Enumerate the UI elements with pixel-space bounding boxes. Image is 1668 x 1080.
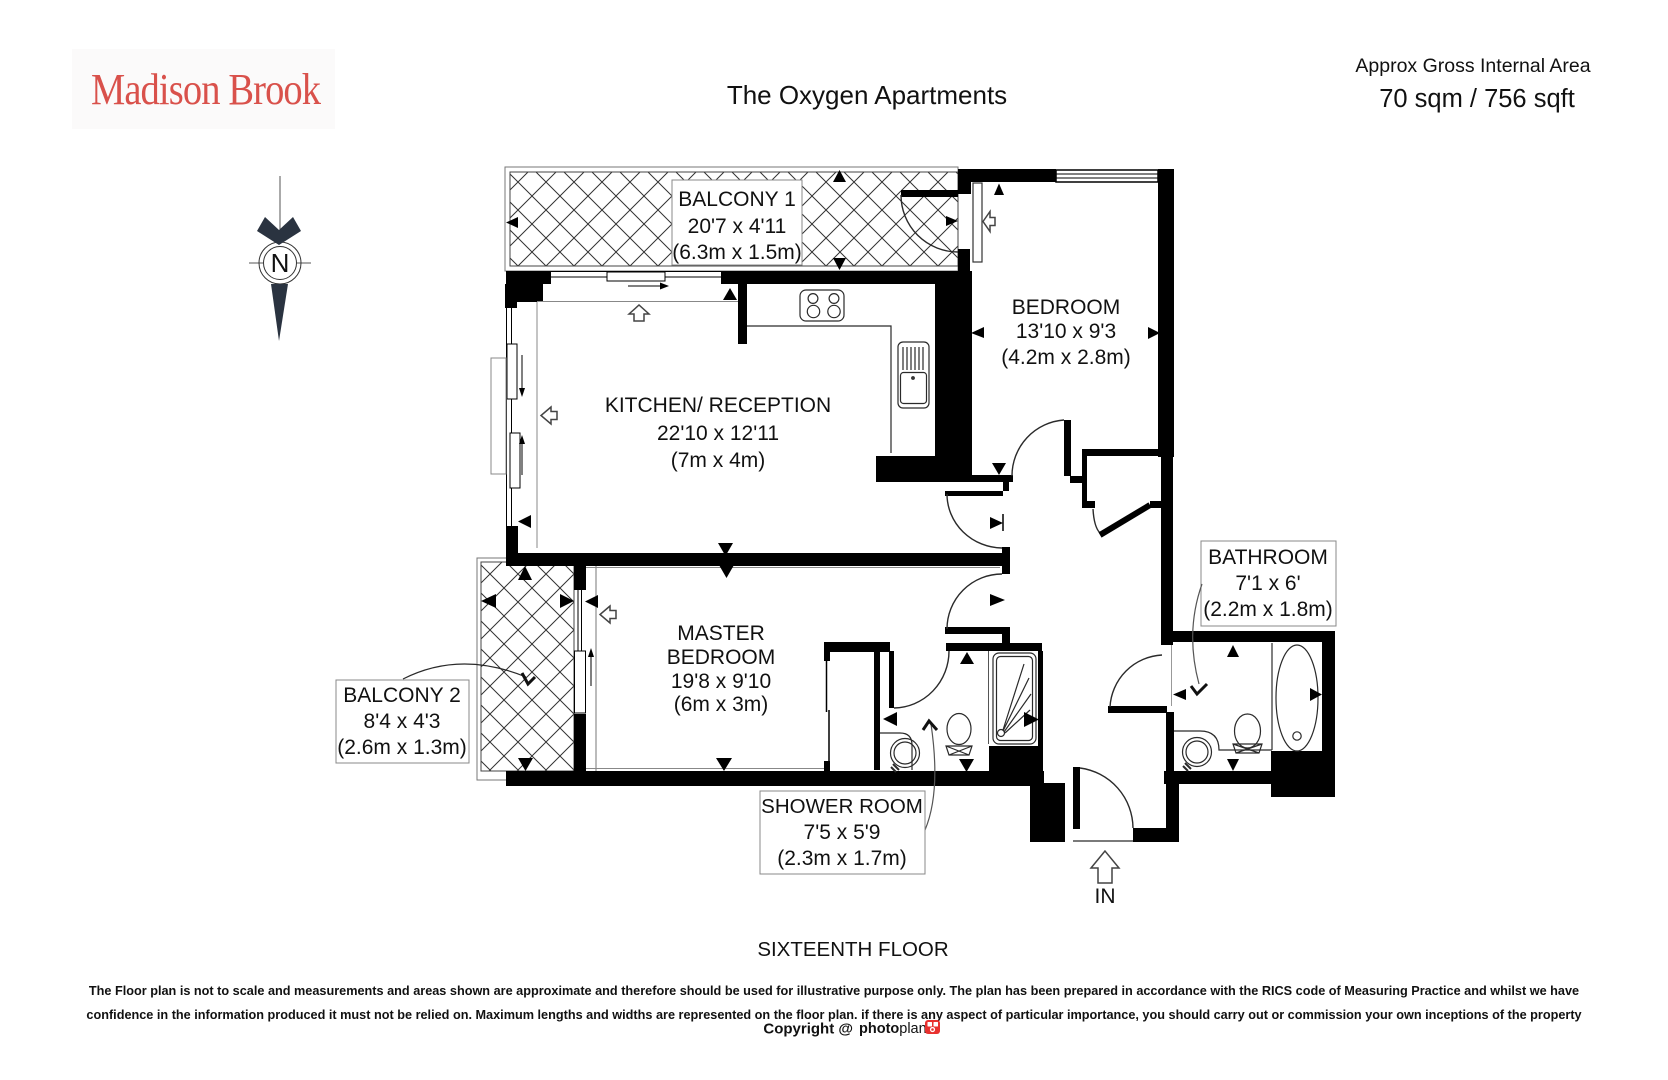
svg-text:BEDROOM: BEDROOM bbox=[667, 646, 776, 669]
svg-text:7'5 x 5'9: 7'5 x 5'9 bbox=[804, 821, 881, 844]
svg-text:19'8 x 9'10: 19'8 x 9'10 bbox=[671, 670, 771, 693]
svg-text:KITCHEN/ RECEPTION: KITCHEN/ RECEPTION bbox=[605, 394, 831, 417]
svg-text:Copyright @: Copyright @ bbox=[763, 1021, 853, 1038]
svg-text:BEDROOM: BEDROOM bbox=[1012, 296, 1121, 319]
svg-text:BALCONY 2: BALCONY 2 bbox=[343, 684, 461, 707]
svg-text:(6.3m x 1.5m): (6.3m x 1.5m) bbox=[672, 241, 802, 264]
svg-text:N: N bbox=[271, 248, 290, 278]
svg-text:8'4 x 4'3: 8'4 x 4'3 bbox=[364, 710, 441, 733]
svg-text:photoplan: photoplan bbox=[859, 1021, 927, 1037]
svg-text:BATHROOM: BATHROOM bbox=[1208, 546, 1328, 569]
svg-text:(2.3m x 1.7m): (2.3m x 1.7m) bbox=[777, 847, 907, 870]
svg-text:(2.2m x 1.8m): (2.2m x 1.8m) bbox=[1203, 598, 1333, 621]
svg-text:20'7 x 4'11: 20'7 x 4'11 bbox=[688, 215, 787, 238]
svg-text:13'10 x 9'3: 13'10 x 9'3 bbox=[1016, 320, 1116, 343]
svg-text:(6m x 3m): (6m x 3m) bbox=[674, 693, 769, 716]
svg-text:SIXTEENTH FLOOR: SIXTEENTH FLOOR bbox=[757, 938, 948, 961]
svg-text:IN: IN bbox=[1095, 885, 1116, 908]
svg-text:70 sqm / 756 sqft: 70 sqm / 756 sqft bbox=[1379, 85, 1575, 113]
svg-text:SHOWER ROOM: SHOWER ROOM bbox=[761, 795, 923, 818]
svg-text:Approx Gross Internal Area: Approx Gross Internal Area bbox=[1355, 55, 1590, 77]
svg-text:(7m x 4m): (7m x 4m) bbox=[671, 449, 766, 472]
svg-text:The Oxygen Apartments: The Oxygen Apartments bbox=[727, 80, 1007, 110]
svg-text:7'1 x 6': 7'1 x 6' bbox=[1235, 572, 1300, 595]
svg-text:The Floor plan is not to scale: The Floor plan is not to scale and measu… bbox=[89, 984, 1579, 998]
svg-text:22'10 x 12'11: 22'10 x 12'11 bbox=[657, 422, 779, 445]
svg-text:Madison Brook: Madison Brook bbox=[91, 65, 321, 114]
svg-text:MASTER: MASTER bbox=[677, 622, 765, 645]
svg-text:confidence in the information: confidence in the information produced i… bbox=[86, 1008, 1581, 1022]
svg-text:(4.2m x 2.8m): (4.2m x 2.8m) bbox=[1001, 346, 1131, 369]
svg-text:BALCONY 1: BALCONY 1 bbox=[678, 188, 796, 211]
svg-text:(2.6m x 1.3m): (2.6m x 1.3m) bbox=[337, 736, 467, 759]
